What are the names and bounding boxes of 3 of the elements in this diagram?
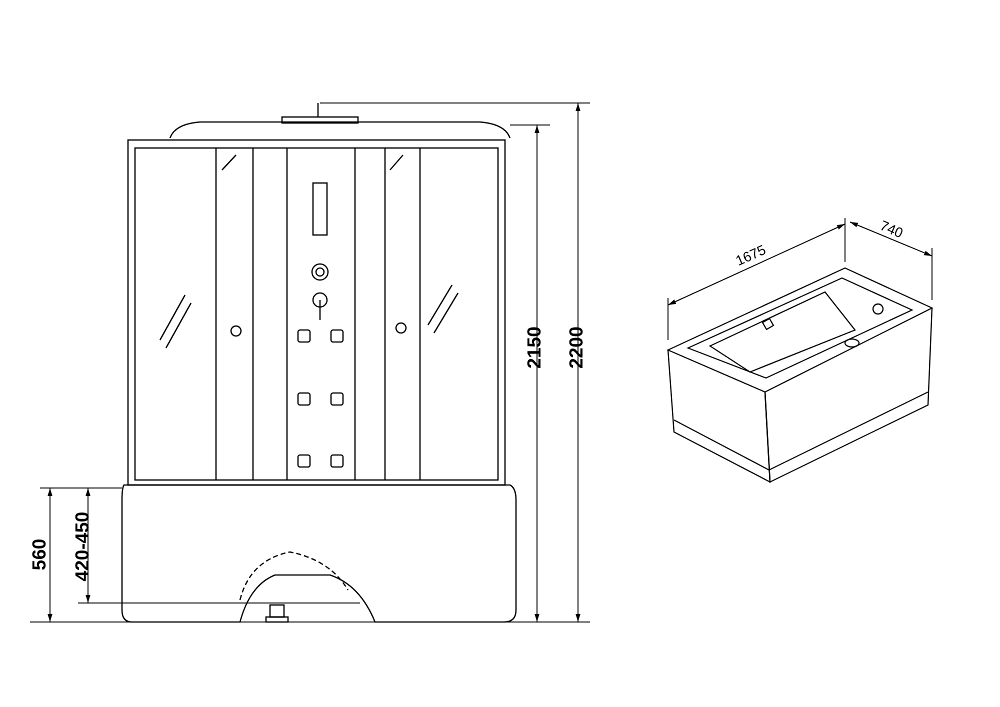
dimension-value: 1675	[734, 242, 768, 268]
dimension-value: 740	[878, 218, 906, 240]
dimension-value: 560	[30, 538, 50, 570]
